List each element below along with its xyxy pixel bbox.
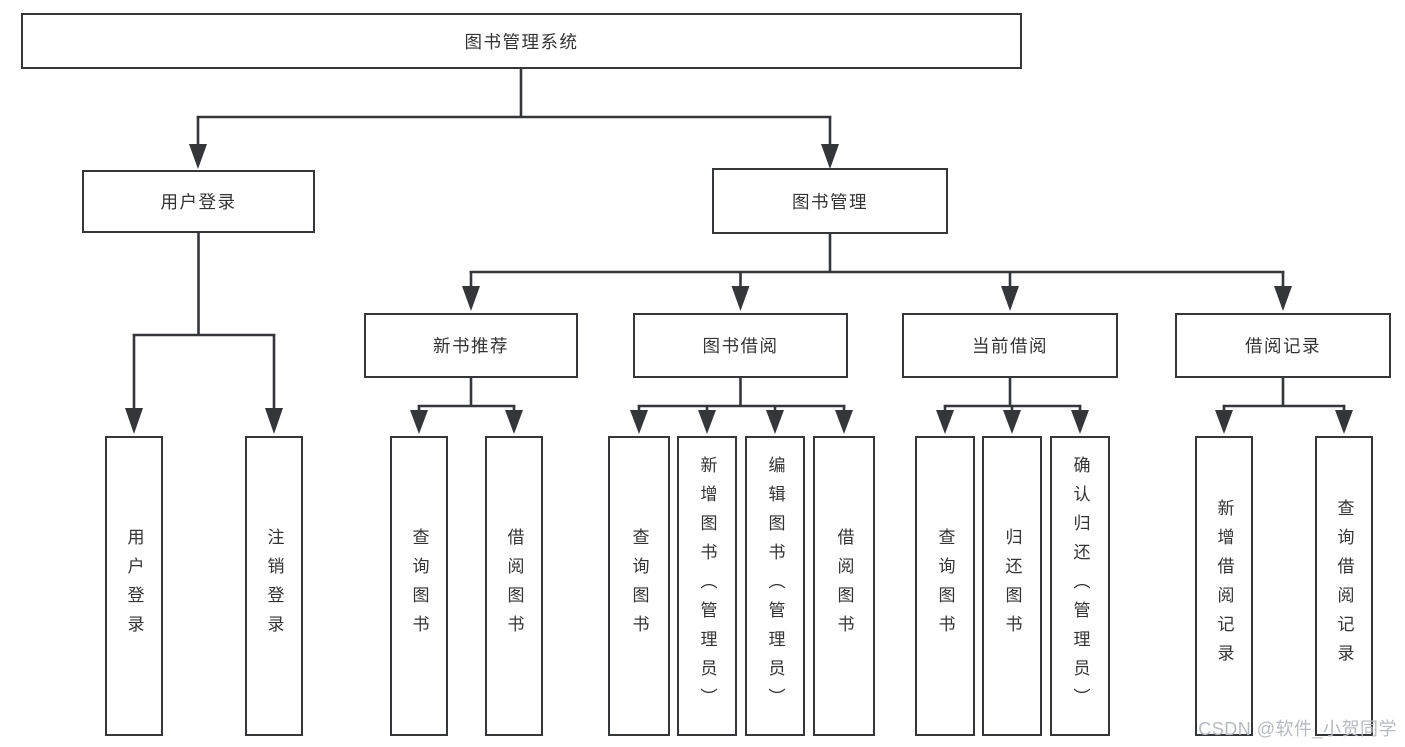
node-new-book-recommend: 新书推荐	[364, 313, 578, 378]
node-confirm-return-admin: 确认归还（管理员）	[1050, 436, 1110, 736]
node-return-book: 归还图书	[982, 436, 1042, 736]
node-add-book-admin: 新增图书（管理员）	[677, 436, 737, 736]
watermark: CSDN @软件_小贺同学	[1198, 719, 1397, 739]
node-edit-book-admin: 编辑图书（管理员）	[745, 436, 805, 736]
node-library-system: 图书管理系统	[21, 13, 1022, 69]
node-book-borrow: 图书借阅	[633, 313, 848, 378]
node-query-books-borrow: 查询图书	[608, 436, 670, 736]
node-query-borrow-record: 查询借阅记录	[1315, 436, 1373, 736]
node-borrow-books-recommend: 借阅图书	[485, 436, 543, 736]
node-user-login: 用户登录	[82, 170, 315, 233]
node-book-management: 图书管理	[712, 168, 948, 234]
node-add-borrow-record: 新增借阅记录	[1195, 436, 1253, 736]
node-query-books-recommend: 查询图书	[390, 436, 448, 736]
node-logout-leaf: 注销登录	[245, 436, 303, 736]
node-borrow-books-leaf: 借阅图书	[813, 436, 875, 736]
node-current-borrow: 当前借阅	[902, 313, 1118, 378]
node-user-login-leaf: 用户登录	[105, 436, 163, 736]
node-borrow-records: 借阅记录	[1175, 313, 1391, 378]
node-query-books-current: 查询图书	[915, 436, 975, 736]
